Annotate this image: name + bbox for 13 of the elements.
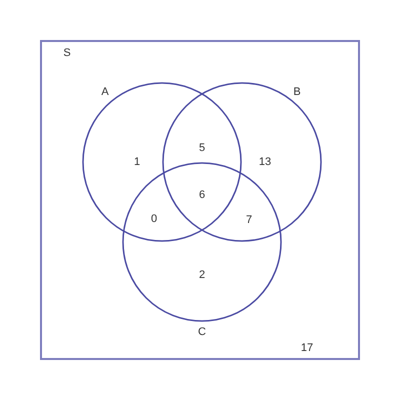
region-count: 7 <box>246 214 252 226</box>
region-count: 2 <box>198 269 206 281</box>
region-count: 0 <box>150 213 158 225</box>
region-count: 13 <box>258 156 272 168</box>
region-count: 1 <box>134 156 140 168</box>
set-label: C <box>198 326 206 338</box>
region-count: 5 <box>198 142 206 154</box>
region-count: 17 <box>300 342 314 354</box>
set-label: S <box>63 47 71 59</box>
region-count: 6 <box>198 189 206 201</box>
set-label: B <box>293 86 301 98</box>
set-label: A <box>101 86 109 98</box>
universal-set-box <box>40 40 360 360</box>
